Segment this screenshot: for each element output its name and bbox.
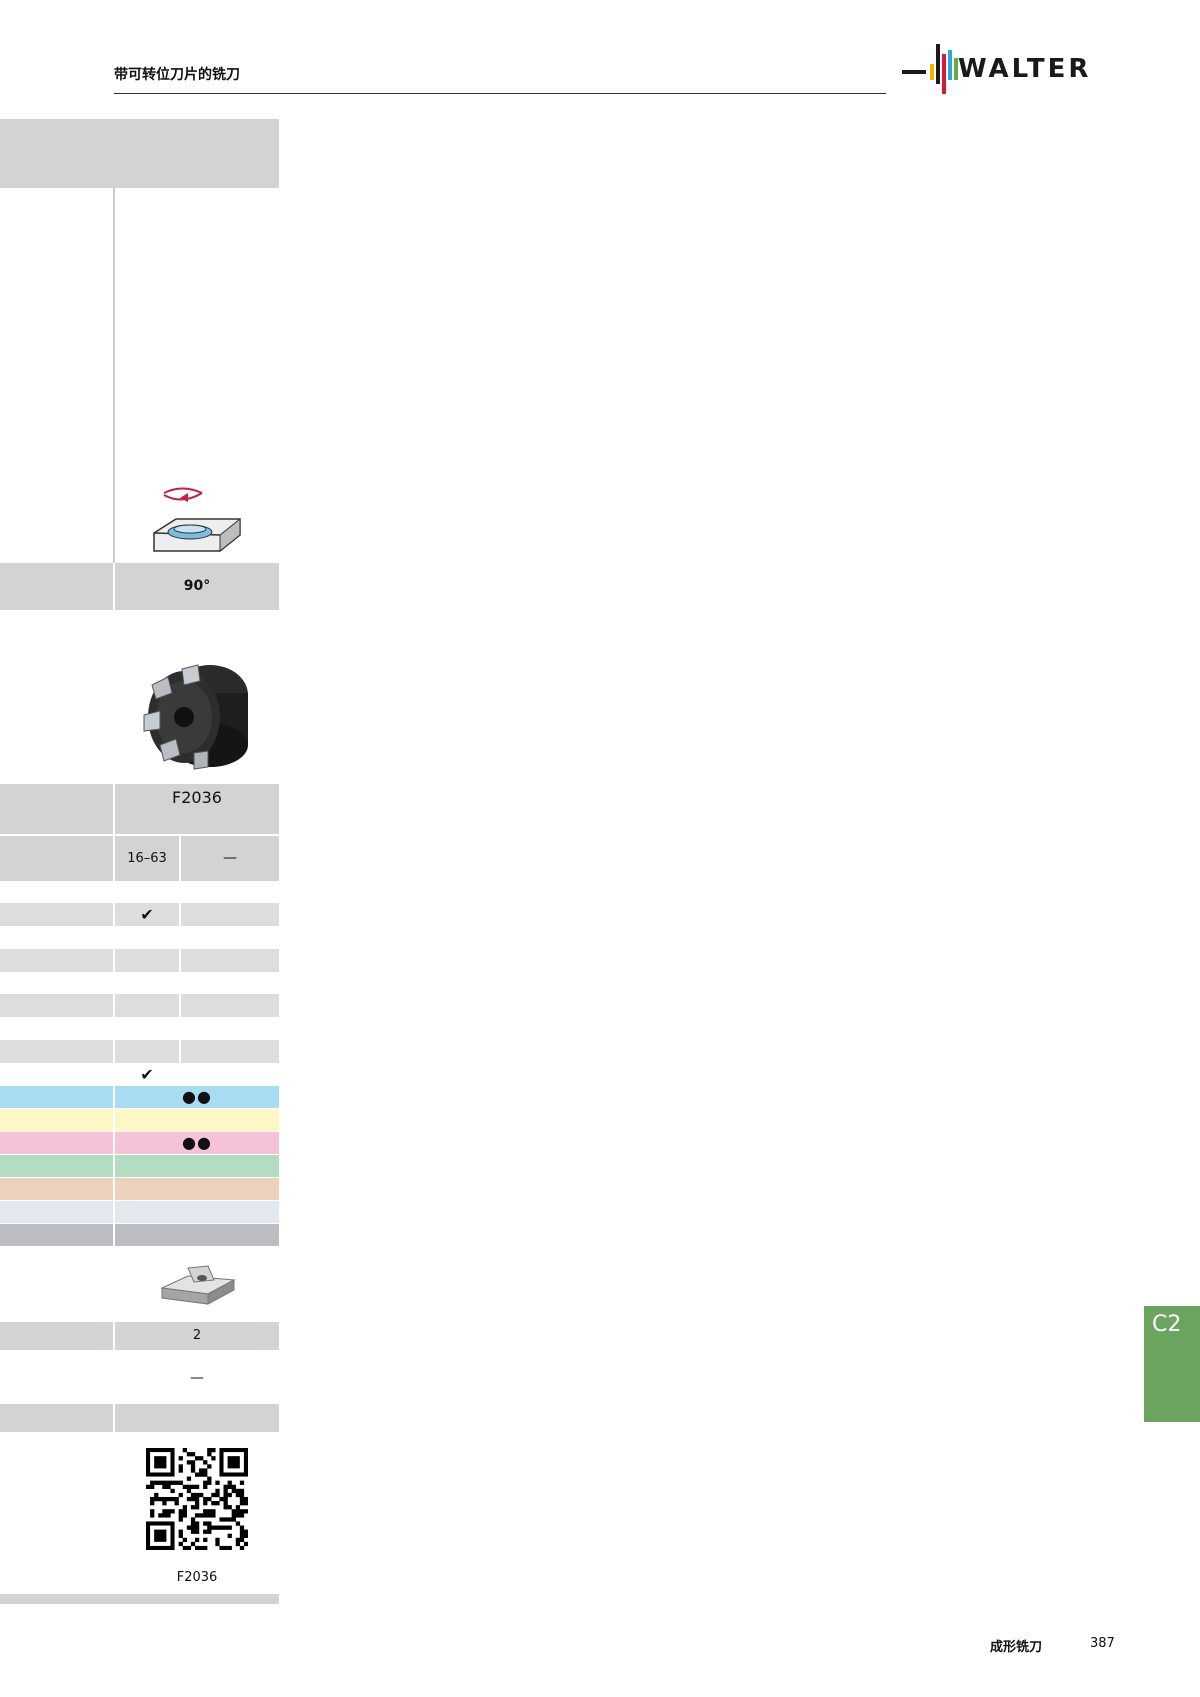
option-row-4 bbox=[0, 1040, 279, 1063]
row-divider bbox=[113, 1322, 115, 1350]
check-mark-icon: ✔ bbox=[140, 1065, 154, 1084]
row-divider bbox=[113, 1178, 115, 1200]
table-header-block bbox=[0, 119, 279, 188]
row-divider bbox=[113, 1155, 115, 1177]
row-divider bbox=[113, 836, 115, 881]
logo-text: WALTER bbox=[958, 54, 1092, 84]
row-divider bbox=[113, 1109, 115, 1131]
material-row-p bbox=[0, 1086, 279, 1108]
material-row-m bbox=[0, 1109, 279, 1131]
option-row-3 bbox=[0, 994, 279, 1017]
diameter-range: 16–63 bbox=[127, 851, 167, 866]
check-mark-icon: ✔ bbox=[140, 905, 154, 924]
slot-milling-icon bbox=[150, 485, 250, 555]
diameter-alt: — bbox=[223, 850, 237, 866]
option-row-1 bbox=[0, 903, 279, 926]
insert-count-row bbox=[0, 1322, 279, 1350]
material-row-k bbox=[0, 1132, 279, 1154]
diameter-row bbox=[0, 836, 279, 881]
material-row-s bbox=[0, 1178, 279, 1200]
product-code: F2036 bbox=[172, 788, 222, 807]
indexable-insert-image bbox=[158, 1258, 238, 1308]
insert-count: 2 bbox=[192, 1328, 202, 1343]
header-rule bbox=[114, 93, 886, 94]
logo-mark-icon bbox=[902, 44, 958, 94]
row-divider bbox=[113, 1224, 115, 1246]
material-row-o bbox=[0, 1224, 279, 1246]
material-row-n bbox=[0, 1155, 279, 1177]
row-divider bbox=[113, 1040, 115, 1063]
chapter-tab-c2[interactable]: C2 bbox=[1144, 1306, 1200, 1422]
suitability-dots: ●● bbox=[182, 1087, 212, 1106]
row-divider bbox=[179, 1040, 181, 1063]
empty-row bbox=[0, 1404, 279, 1432]
row-divider bbox=[113, 1201, 115, 1223]
row-divider bbox=[113, 784, 115, 834]
table-bottom-strip bbox=[0, 1594, 279, 1604]
material-row-h bbox=[0, 1201, 279, 1223]
suitability-dots: ●● bbox=[182, 1133, 212, 1152]
row-divider bbox=[113, 994, 115, 1017]
row-divider bbox=[179, 836, 181, 881]
walter-logo: WALTER bbox=[900, 40, 1108, 96]
row-divider bbox=[113, 1086, 115, 1108]
row-divider bbox=[113, 1132, 115, 1154]
empty-value-dash: — bbox=[190, 1370, 204, 1386]
row-divider bbox=[179, 949, 181, 972]
footer-section-title: 成形铣刀 bbox=[990, 1640, 1043, 1655]
row-divider bbox=[179, 903, 181, 926]
row-divider bbox=[113, 949, 115, 972]
approach-angle: 90° bbox=[183, 578, 211, 594]
row-divider bbox=[113, 563, 115, 610]
milling-cutter-image bbox=[138, 655, 256, 775]
column-divider bbox=[113, 188, 115, 563]
row-divider bbox=[179, 994, 181, 1017]
qr-code[interactable] bbox=[146, 1448, 249, 1551]
angle-row bbox=[0, 563, 279, 610]
row-divider bbox=[113, 1404, 115, 1432]
page-header-title: 带可转位刀片的铣刀 bbox=[114, 67, 240, 83]
page-number: 387 bbox=[1090, 1636, 1115, 1651]
option-row-2 bbox=[0, 949, 279, 972]
product-code-row bbox=[0, 784, 279, 834]
row-divider bbox=[113, 903, 115, 926]
qr-caption: F2036 bbox=[176, 1570, 218, 1585]
